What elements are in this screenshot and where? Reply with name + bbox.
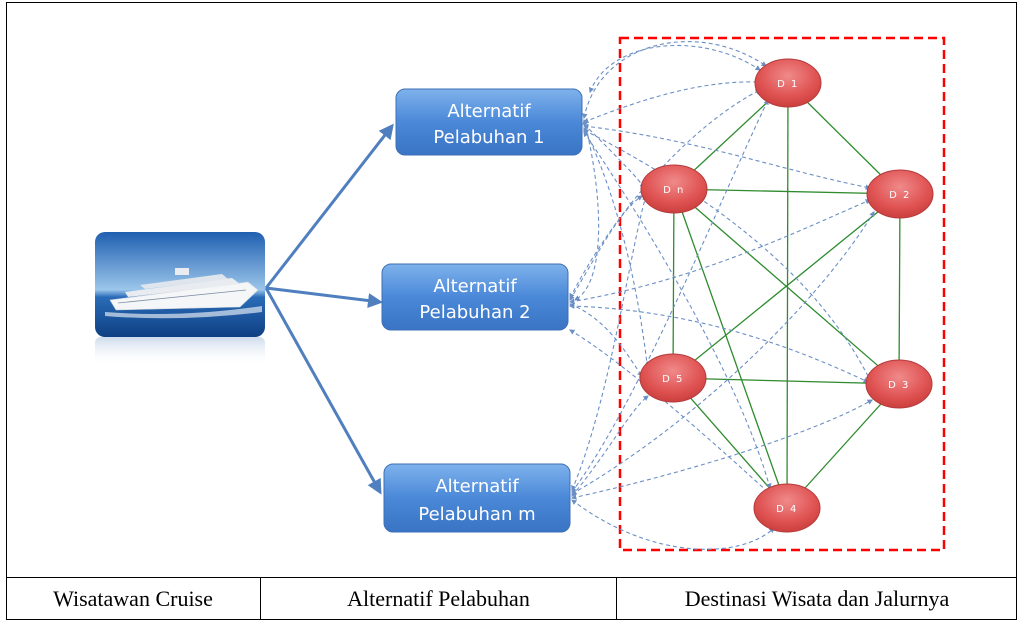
- dashed-link-11: [568, 303, 643, 377]
- dashed-link-10: [568, 199, 872, 304]
- port-1-line2: Pelabuhan 1: [433, 127, 544, 148]
- route-line-dn-d2: [673, 188, 901, 195]
- dashed-link-21: [589, 44, 761, 94]
- destination-node-d1[interactable]: D 1: [754, 58, 822, 108]
- dashed-link-4: [582, 123, 872, 190]
- dashed-link-18: [570, 399, 873, 500]
- footer-table: Wisatawan Cruise Alternatif Pelabuhan De…: [6, 577, 1017, 620]
- dashed-link-20: [574, 118, 600, 301]
- destination-node-d2[interactable]: D 2: [866, 169, 934, 219]
- route-line-d2-d5: [672, 193, 901, 379]
- port-box-2[interactable]: Alternatif Pelabuhan 2: [381, 263, 569, 331]
- d5-label: D 5: [662, 374, 684, 385]
- destination-node-dn[interactable]: D n: [640, 164, 708, 214]
- d2-label: D 2: [889, 190, 911, 201]
- port-box-3[interactable]: Alternatif Pelabuhan m: [383, 463, 571, 533]
- dn-label: D n: [663, 185, 685, 196]
- destination-routes: [672, 82, 901, 509]
- port-2-line1: Alternatif: [433, 276, 517, 297]
- dashed-link-14: [571, 194, 648, 492]
- footer-col-tourist: Wisatawan Cruise: [53, 586, 213, 611]
- destination-boundary: [618, 36, 946, 552]
- dashed-link-2: [582, 79, 762, 123]
- destination-node-d5[interactable]: D 5: [639, 353, 707, 403]
- diagram-frame: [6, 2, 1017, 620]
- ship-to-port-arrows: [264, 123, 394, 495]
- dashed-link-16: [571, 211, 875, 495]
- port-3-line2: Pelabuhan m: [418, 504, 535, 525]
- d1-label: D 1: [777, 79, 799, 90]
- route-line-dn-d5: [672, 188, 675, 379]
- cruise-ship-image: [95, 232, 265, 367]
- footer-col-destinations: Destinasi Wisata dan Jalurnya: [616, 578, 1017, 620]
- route-line-dn-d4: [673, 188, 788, 509]
- destination-node-d3[interactable]: D 3: [865, 359, 933, 409]
- footer-col-ports: Alternatif Pelabuhan: [260, 578, 616, 620]
- port-1-line1: Alternatif: [447, 101, 531, 122]
- route-line-d5-d3: [672, 377, 900, 385]
- destination-node-d4[interactable]: D 4: [753, 483, 821, 533]
- port-destination-links: [568, 41, 875, 550]
- dashed-link-8: [569, 195, 643, 301]
- port-3-line1: Alternatif: [435, 476, 519, 497]
- port-2-line2: Pelabuhan 2: [419, 302, 530, 323]
- dashed-link-17: [571, 395, 649, 497]
- d4-label: D 4: [776, 504, 798, 515]
- d3-label: D 3: [888, 380, 910, 391]
- route-line-d1-d4: [786, 82, 789, 509]
- dashed-link-6: [583, 129, 871, 381]
- route-line-d2-d3: [898, 193, 901, 385]
- dashed-link-1: [582, 41, 767, 120]
- dashed-link-19: [571, 499, 775, 550]
- port-box-1[interactable]: Alternatif Pelabuhan 1: [395, 88, 583, 156]
